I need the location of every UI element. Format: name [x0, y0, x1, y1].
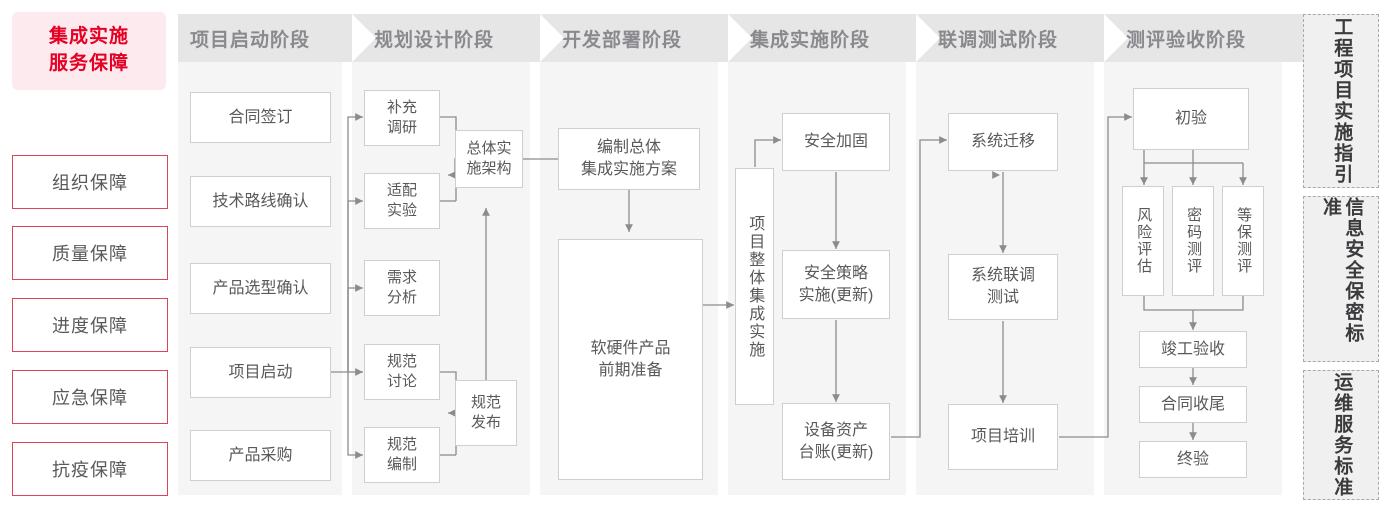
node-line2: 实施(更新): [798, 286, 874, 304]
right-panel-security-standard[interactable]: 信息安全保密标准: [1303, 196, 1379, 362]
node-equipment-asset-ledger[interactable]: 设备资产 台账(更新): [782, 403, 890, 480]
node-supplementary-research[interactable]: 补充 调研: [364, 90, 440, 146]
sidebar-title-line1: 集成实施: [48, 26, 129, 48]
chevron-notch-icon: [728, 14, 752, 62]
node-line1: 系统联调: [970, 267, 1035, 285]
phase-header-label: 项目启动阶段: [190, 29, 311, 51]
right-panel-ops-service-standard[interactable]: 运维服务标准: [1303, 370, 1379, 500]
node-line1: 项目培训: [970, 428, 1035, 446]
node-system-joint-debug-test[interactable]: 系统联调 测试: [948, 254, 1058, 320]
node-line1: 安全加固: [803, 133, 868, 151]
node-contract-signing[interactable]: 合同签订: [190, 92, 331, 143]
node-risk-assessment[interactable]: 风险评估: [1122, 186, 1164, 296]
phase-header-accept[interactable]: 测评验收阶段: [1104, 14, 1304, 62]
node-requirement-analysis[interactable]: 需求 分析: [364, 260, 440, 316]
phase-header-integrate[interactable]: 集成实施阶段: [728, 14, 950, 62]
phase-header-start[interactable]: 项目启动阶段: [178, 14, 376, 62]
node-standard-discussion[interactable]: 规范 讨论: [364, 344, 440, 400]
node-completion-acceptance[interactable]: 竣工验收: [1139, 331, 1247, 368]
node-line1: 设备资产: [803, 421, 868, 439]
phase-header-label: 开发部署阶段: [562, 29, 683, 51]
node-project-training[interactable]: 项目培训: [948, 404, 1058, 470]
node-line2: 测试: [986, 289, 1019, 306]
phase-header-test[interactable]: 联调测试阶段: [916, 14, 1138, 62]
node-product-procurement[interactable]: 产品采购: [190, 430, 331, 481]
phase-header-label: 联调测试阶段: [938, 29, 1059, 51]
node-standard-drafting[interactable]: 规范 编制: [364, 427, 440, 483]
node-overall-implementation-architecture[interactable]: 总体实 施架构: [455, 130, 523, 188]
node-line2: 实验: [386, 202, 417, 219]
node-line2: 调研: [386, 119, 417, 136]
node-line2: 前期准备: [598, 361, 663, 379]
node-cryptography-evaluation[interactable]: 密码测评: [1172, 186, 1214, 296]
phase-header-label: 测评验收阶段: [1126, 29, 1247, 51]
node-project-kickoff[interactable]: 项目启动: [190, 347, 331, 398]
phase-header-label: 规划设计阶段: [374, 29, 495, 51]
sidebar-item-emergency[interactable]: 应急保障: [12, 370, 168, 424]
node-draft-overall-integration-plan[interactable]: 编制总体 集成实施方案: [558, 128, 700, 190]
right-panel-label: 信息安全保密标准: [1320, 197, 1364, 344]
node-line1: 总体实: [466, 139, 512, 157]
node-line2: 分析: [386, 289, 417, 306]
node-line2: 集成实施方案: [580, 161, 677, 178]
phase-header-label: 集成实施阶段: [750, 29, 871, 51]
phase-header-plan[interactable]: 规划设计阶段: [352, 14, 574, 62]
chevron-notch-icon: [352, 14, 376, 62]
sidebar-title: 集成实施 服务保障: [12, 12, 166, 90]
node-final-acceptance[interactable]: 终验: [1139, 441, 1247, 478]
sidebar-item-epidemic[interactable]: 抗疫保障: [12, 442, 168, 496]
node-line1: 软硬件产品: [590, 339, 671, 357]
node-line2: 台账(更新): [798, 443, 874, 461]
node-line1: 系统迁移: [970, 133, 1035, 151]
sidebar-item-quality[interactable]: 质量保障: [12, 226, 168, 280]
node-line2: 编制: [386, 456, 417, 473]
node-standard-release[interactable]: 规范 发布: [455, 380, 517, 446]
node-classified-protection-evaluation[interactable]: 等保测评: [1222, 186, 1264, 296]
node-system-migration[interactable]: 系统迁移: [948, 113, 1058, 171]
node-line1: 适配: [386, 181, 417, 199]
sidebar-item-organization[interactable]: 组织保障: [12, 155, 168, 209]
sidebar-item-schedule[interactable]: 进度保障: [12, 298, 168, 352]
node-line1: 安全策略: [803, 264, 868, 282]
node-security-hardening[interactable]: 安全加固: [782, 113, 890, 171]
node-line2: 讨论: [386, 373, 417, 390]
node-adaptation-experiment[interactable]: 适配 实验: [364, 173, 440, 229]
chevron-notch-icon: [1104, 14, 1128, 62]
node-product-selection-confirm[interactable]: 产品选型确认: [190, 263, 331, 314]
node-line1: 需求: [386, 268, 417, 286]
right-panel-label: 运维服务标准: [1331, 372, 1353, 498]
node-line1: 补充: [386, 98, 417, 116]
node-line1: 编制总体: [596, 139, 661, 157]
node-line1: 规范: [470, 393, 501, 411]
node-line2: 施架构: [466, 160, 512, 177]
right-panel-engineering-guideline[interactable]: 工程项目实施指引: [1303, 14, 1379, 188]
node-line2: 发布: [470, 414, 501, 431]
node-contract-closure[interactable]: 合同收尾: [1139, 386, 1247, 423]
node-line1: 规范: [386, 435, 417, 453]
node-tech-route-confirm[interactable]: 技术路线确认: [190, 176, 331, 227]
chevron-notch-icon: [540, 14, 564, 62]
node-security-policy-implementation[interactable]: 安全策略 实施(更新): [782, 250, 890, 319]
node-hardware-software-preparation[interactable]: 软硬件产品 前期准备: [558, 239, 703, 480]
phase-header-deploy[interactable]: 开发部署阶段: [540, 14, 762, 62]
node-preliminary-acceptance[interactable]: 初验: [1133, 88, 1249, 150]
right-panel-label: 工程项目实施指引: [1331, 17, 1353, 185]
node-line1: 规范: [386, 352, 417, 370]
node-overall-project-integration[interactable]: 项目整体集成实施: [735, 168, 774, 405]
sidebar-title-line2: 服务保障: [48, 53, 129, 74]
chevron-notch-icon: [916, 14, 940, 62]
